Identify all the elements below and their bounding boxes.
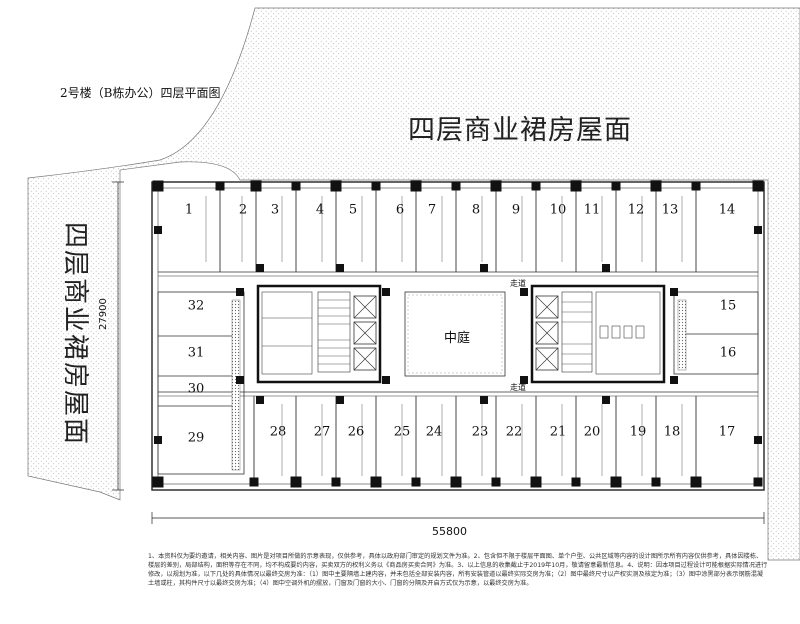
structural-column bbox=[670, 376, 678, 384]
room-label-17: 17 bbox=[718, 424, 736, 440]
corridor-label-bottom: 走道 bbox=[510, 383, 526, 392]
structural-column bbox=[154, 436, 162, 444]
room-label-8: 8 bbox=[471, 202, 481, 218]
structural-column bbox=[331, 477, 341, 487]
structural-column bbox=[336, 396, 344, 404]
structural-column bbox=[530, 476, 542, 488]
structural-column bbox=[371, 181, 381, 191]
structural-column bbox=[520, 376, 528, 384]
structural-column bbox=[690, 476, 702, 488]
structural-column bbox=[611, 181, 621, 191]
structural-column bbox=[291, 181, 301, 191]
structural-column bbox=[152, 476, 164, 488]
structural-column bbox=[753, 477, 763, 487]
room-label-27: 27 bbox=[313, 424, 331, 440]
roof-label-top: 四层商业裙房屋面 bbox=[408, 115, 632, 146]
room-label-30: 30 bbox=[187, 381, 205, 397]
room-label-26: 26 bbox=[347, 424, 365, 440]
structural-column bbox=[411, 477, 421, 487]
structural-column bbox=[571, 477, 581, 487]
room-label-13: 13 bbox=[661, 202, 679, 218]
room-label-1: 1 bbox=[184, 202, 194, 218]
room-label-24: 24 bbox=[425, 424, 443, 440]
room-label-22: 22 bbox=[505, 424, 523, 440]
structural-column bbox=[491, 477, 501, 487]
structural-column bbox=[410, 180, 422, 192]
dimension-vertical: 27900 bbox=[98, 298, 109, 330]
room-label-15: 15 bbox=[719, 298, 737, 314]
structural-column bbox=[531, 181, 541, 191]
structural-column bbox=[480, 396, 488, 404]
structural-column bbox=[370, 476, 382, 488]
structural-column bbox=[670, 288, 678, 296]
room-label-18: 18 bbox=[663, 424, 681, 440]
room-label-25: 25 bbox=[393, 424, 411, 440]
structural-column bbox=[236, 288, 244, 296]
room-label-14: 14 bbox=[718, 202, 736, 218]
structural-column bbox=[650, 180, 662, 192]
room-label-2: 2 bbox=[238, 202, 248, 218]
room-label-3: 3 bbox=[270, 202, 280, 218]
structural-column bbox=[256, 264, 264, 272]
structural-column bbox=[250, 180, 262, 192]
room-label-29: 29 bbox=[187, 430, 205, 446]
structural-column bbox=[602, 396, 610, 404]
structural-column bbox=[570, 180, 582, 192]
structural-column bbox=[249, 477, 259, 487]
room-label-4: 4 bbox=[315, 202, 325, 218]
corridor-label-top: 走道 bbox=[510, 279, 526, 288]
room-label-9: 9 bbox=[511, 202, 521, 218]
room-label-31: 31 bbox=[187, 345, 205, 361]
roof-label-left: 四层商业裙房屋面 bbox=[60, 222, 90, 447]
room-label-12: 12 bbox=[627, 202, 645, 218]
courtyard-label: 中庭 bbox=[444, 331, 471, 346]
dimension-horizontal: 55800 bbox=[432, 525, 467, 538]
room-label-21: 21 bbox=[549, 424, 567, 440]
room-label-28: 28 bbox=[269, 424, 287, 440]
structural-column bbox=[215, 181, 225, 191]
structural-column bbox=[651, 477, 661, 487]
structural-column bbox=[480, 264, 488, 272]
plan-title: 2号楼（B栋办公）四层平面图 bbox=[60, 86, 221, 100]
structural-column bbox=[236, 376, 244, 384]
structural-column bbox=[152, 180, 164, 192]
structural-column bbox=[256, 396, 264, 404]
structural-column bbox=[602, 264, 610, 272]
room-label-23: 23 bbox=[471, 424, 489, 440]
structural-column bbox=[691, 181, 701, 191]
structural-column bbox=[450, 476, 462, 488]
structural-column bbox=[451, 181, 461, 191]
structural-column bbox=[754, 436, 762, 444]
structural-column bbox=[330, 180, 342, 192]
structural-column bbox=[754, 226, 762, 234]
structural-column bbox=[290, 476, 302, 488]
structural-column bbox=[520, 288, 528, 296]
structural-column bbox=[752, 180, 764, 192]
structural-column bbox=[382, 288, 390, 296]
podium-roof-area bbox=[27, 7, 800, 561]
room-label-11: 11 bbox=[583, 202, 601, 218]
room-label-10: 10 bbox=[549, 202, 567, 218]
structural-column bbox=[382, 376, 390, 384]
room-label-6: 6 bbox=[395, 202, 405, 218]
room-label-16: 16 bbox=[719, 345, 737, 361]
structural-column bbox=[154, 226, 162, 234]
structural-column bbox=[336, 264, 344, 272]
courtyard bbox=[404, 291, 506, 377]
room-label-5: 5 bbox=[348, 202, 358, 218]
room-label-20: 20 bbox=[583, 424, 601, 440]
room-label-7: 7 bbox=[427, 202, 437, 218]
disclaimer-notes: 1、本资料仅为要约邀请，相关内容、图片是对项目所做的示意表现，仅供参考，具体以政… bbox=[148, 553, 768, 587]
room-label-32: 32 bbox=[187, 298, 205, 314]
room-label-19: 19 bbox=[629, 424, 647, 440]
structural-column bbox=[490, 180, 502, 192]
structural-column bbox=[610, 476, 622, 488]
